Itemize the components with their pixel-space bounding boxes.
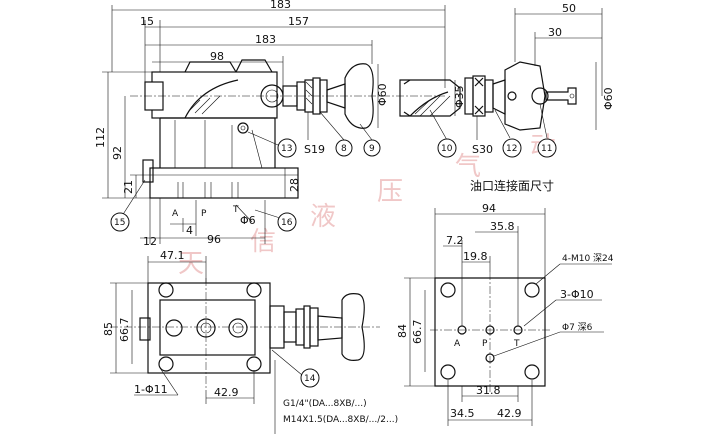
- thread-note-2: M14X1.5(DA...8XB/.../2...): [283, 415, 398, 425]
- dim-28: 28: [288, 178, 301, 192]
- top-dimensions: 183 157 15 183 98 50 30: [111, 0, 603, 96]
- watermark-char: 液: [310, 202, 336, 232]
- balloon-9: 9: [369, 144, 375, 154]
- plan-view: [110, 278, 380, 390]
- dim-92: 92: [111, 146, 124, 160]
- balloon-16: 16: [281, 218, 293, 228]
- watermark-char: 压: [377, 177, 403, 207]
- balloon-10: 10: [441, 144, 453, 154]
- dim-21: 21: [122, 180, 135, 194]
- label-S19: S19: [304, 143, 325, 156]
- dim-94: 94: [482, 202, 496, 215]
- dim-42-9-plan: 42.9: [214, 386, 239, 399]
- key-handle-variant: [399, 61, 577, 131]
- front-bottom-dims: A P T 4 96 12 Φ6: [140, 198, 266, 248]
- balloon-15: 15: [114, 218, 125, 228]
- balloon-13: 13: [281, 144, 292, 154]
- dim-42-9-face: 42.9: [497, 407, 522, 420]
- dim-dia6: Φ6: [240, 214, 256, 227]
- watermark-char: 气: [455, 152, 481, 182]
- dim-183-top: 183: [270, 0, 291, 11]
- label-S30: S30: [472, 143, 493, 156]
- front-view: [130, 59, 445, 199]
- dim-dia60-right: Φ60: [602, 87, 615, 110]
- note-4-m10: 4-M10 深24: [562, 253, 614, 264]
- dim-96: 96: [207, 233, 221, 246]
- wrench-labels: S19 S30: [304, 112, 493, 156]
- dim-30: 30: [548, 26, 562, 39]
- dim-1-dia11: 1-Φ11: [134, 383, 168, 396]
- dim-66-7-plan: 66.7: [118, 318, 131, 343]
- balloon-14: 14: [304, 374, 316, 384]
- face-dims: 94 35.8 7.2 19.8 84 66.7 31.8 34.5 42.9 …: [396, 202, 614, 426]
- dim-183-inner: 183: [255, 33, 276, 46]
- dim-85: 85: [102, 322, 115, 336]
- thread-note-1: G1/4"(DA...8XB/...): [283, 399, 367, 409]
- note-dia7: Φ7 深6: [562, 322, 593, 333]
- dim-7-2: 7.2: [446, 234, 464, 247]
- dim-84: 84: [396, 324, 409, 338]
- face-label-A: A: [454, 339, 461, 349]
- face-label-T: T: [513, 339, 520, 349]
- thread-notes: G1/4"(DA...8XB/...) M14X1.5(DA...8XB/...…: [274, 360, 398, 434]
- dim-112: 112: [94, 127, 107, 148]
- dim-dia35: Φ35: [453, 85, 466, 108]
- dim-35-8: 35.8: [490, 220, 515, 233]
- dim-50: 50: [562, 2, 576, 15]
- diameter-labels: Φ60 Φ35 Φ60: [376, 62, 615, 130]
- plan-dims: 47.1 85 66.7 42.9 1-Φ11: [102, 249, 255, 404]
- balloon-11: 11: [541, 144, 552, 154]
- balloon-12: 12: [506, 144, 517, 154]
- mounting-face: A P T: [430, 272, 550, 392]
- watermark-char: 信: [250, 227, 276, 257]
- dim-31-8: 31.8: [476, 384, 501, 397]
- dim-15: 15: [140, 15, 154, 28]
- label-P: P: [201, 209, 207, 219]
- dim-34-5: 34.5: [450, 407, 475, 420]
- label-A: A: [172, 209, 179, 219]
- note-3-dia10: 3-Φ10: [560, 288, 594, 301]
- dim-98: 98: [210, 50, 224, 63]
- label-T: T: [232, 205, 239, 215]
- dim-47-1: 47.1: [160, 249, 185, 262]
- balloon-8: 8: [341, 144, 347, 154]
- mounting-face-title: 油口连接面尺寸: [470, 178, 554, 193]
- face-label-P: P: [482, 339, 488, 349]
- left-vertical-dims: 112 92 21 28: [94, 71, 301, 199]
- dim-4: 4: [186, 224, 193, 237]
- watermark-char: 天: [178, 249, 204, 279]
- dim-dia60-left: Φ60: [376, 83, 389, 106]
- dim-66-7-face: 66.7: [411, 320, 424, 345]
- dim-12: 12: [143, 235, 157, 248]
- dim-19-8: 19.8: [463, 250, 488, 263]
- dim-157: 157: [288, 15, 309, 28]
- part-balloons: 8 9 10 11 12 13 14 15 16: [110, 103, 557, 388]
